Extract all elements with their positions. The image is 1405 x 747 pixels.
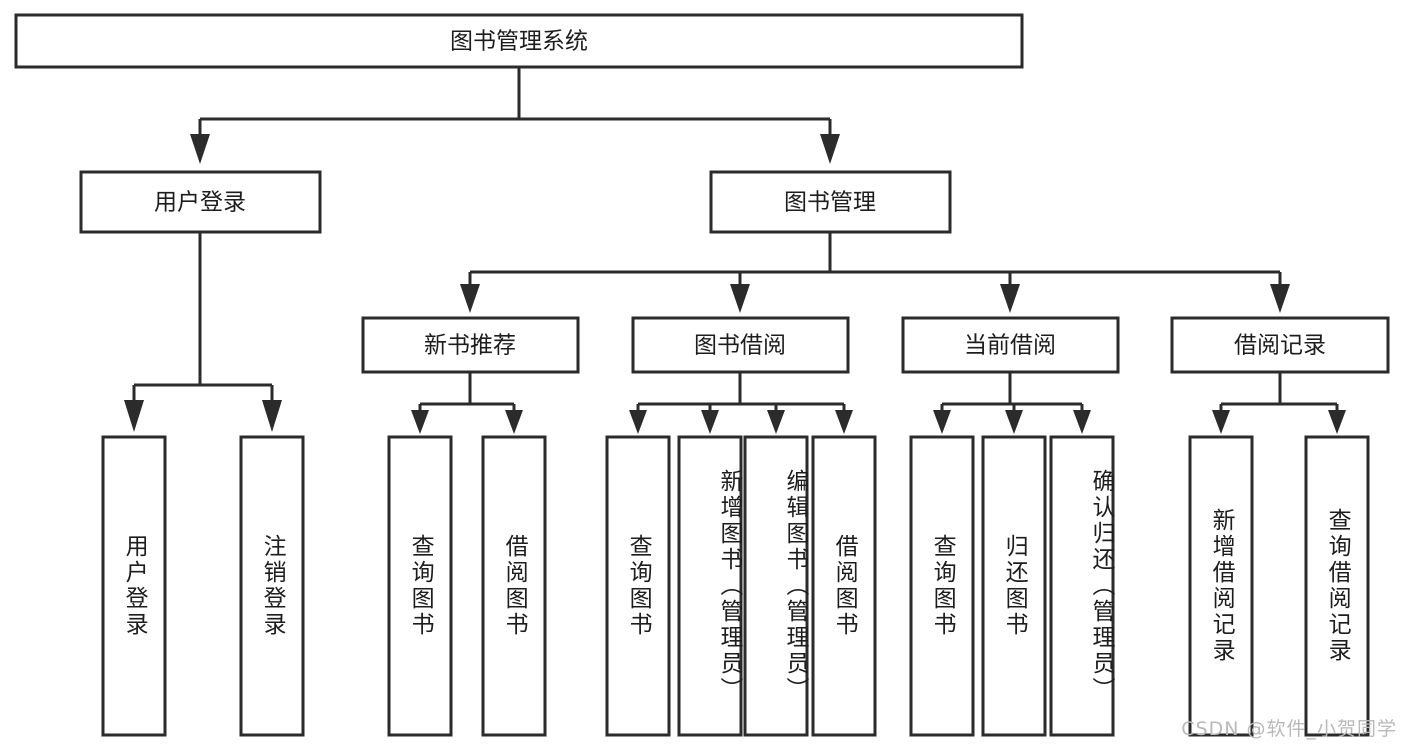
node-user-login-box[interactable] xyxy=(79,170,322,234)
node-current-borrow-box[interactable] xyxy=(901,316,1120,374)
arrow-head-nbr-leaf-1 xyxy=(411,410,429,434)
node-current-borrow-label: 当前借阅 xyxy=(964,333,1056,359)
node-user-login[interactable]: 用户登录 xyxy=(79,170,322,234)
node-current-borrow[interactable]: 当前借阅 xyxy=(901,316,1120,374)
node-leaf-query-borrow-record-box[interactable] xyxy=(1304,435,1370,737)
arrow-head-book-borrow xyxy=(730,284,750,313)
node-book-borrow-box[interactable] xyxy=(631,316,850,374)
node-book-management-label: 图书管理 xyxy=(784,190,876,216)
arrow-head-bb-leaf-4 xyxy=(835,410,853,434)
node-leaf-edit-book-admin-box[interactable] xyxy=(743,435,809,737)
arrow-head-new-book-recommend xyxy=(460,284,480,313)
node-book-management[interactable]: 图书管理 xyxy=(709,170,952,234)
node-borrow-record-label: 借阅记录 xyxy=(1234,333,1326,359)
node-leaf-borrow-book-box[interactable] xyxy=(811,435,877,737)
node-leaf-return-book-box[interactable] xyxy=(981,435,1047,737)
node-book-management-box[interactable] xyxy=(709,170,952,234)
node-new-book-recommend-box[interactable] xyxy=(361,316,580,374)
arrow-head-bb-leaf-2 xyxy=(701,410,719,434)
watermark-text: CSDN @软件_小贺同学 xyxy=(1181,718,1397,740)
node-root[interactable]: 图书管理系统 xyxy=(14,13,1024,69)
node-book-borrow-label: 图书借阅 xyxy=(694,333,786,359)
arrow-head-cb-leaf-2 xyxy=(1005,410,1023,434)
arrow-head-cb-leaf-1 xyxy=(933,410,951,434)
arrow-head-book-management xyxy=(820,134,840,164)
node-new-book-recommend-label: 新书推荐 xyxy=(424,333,516,359)
arrow-head-leaf-logout xyxy=(262,400,282,432)
node-leaf-borrow-books-recommend-box[interactable] xyxy=(481,435,547,737)
node-root-label: 图书管理系统 xyxy=(450,29,588,55)
arrow-head-br-leaf-1 xyxy=(1212,410,1230,434)
arrow-head-cb-leaf-3 xyxy=(1073,410,1091,434)
arrow-head-br-leaf-2 xyxy=(1328,410,1346,434)
arrow-head-leaf-user-login xyxy=(124,400,144,432)
node-leaf-query-books-borrow-box[interactable] xyxy=(605,435,671,737)
arrow-head-bb-leaf-3 xyxy=(767,410,785,434)
node-leaf-confirm-return-admin-box[interactable] xyxy=(1049,435,1115,737)
connector-layer xyxy=(124,67,1346,434)
arrow-head-bb-leaf-1 xyxy=(629,410,647,434)
node-new-book-recommend[interactable]: 新书推荐 xyxy=(361,316,580,374)
node-leaf-add-borrow-record-box[interactable] xyxy=(1188,435,1254,737)
arrow-head-nbr-leaf-2 xyxy=(505,410,523,434)
node-leaf-user-login-box[interactable] xyxy=(101,435,167,737)
node-book-borrow[interactable]: 图书借阅 xyxy=(631,316,850,374)
arrow-head-borrow-record xyxy=(1270,284,1290,313)
node-user-login-label: 用户登录 xyxy=(154,190,246,216)
node-layer: 图书管理系统 用户登录 图书管理 新书推荐 图书借阅 当前 xyxy=(14,13,1390,737)
node-leaf-query-books-current-box[interactable] xyxy=(909,435,975,737)
node-borrow-record[interactable]: 借阅记录 xyxy=(1170,316,1390,374)
node-borrow-record-box[interactable] xyxy=(1170,316,1390,374)
node-leaf-logout-box[interactable] xyxy=(239,435,305,737)
arrow-head-current-borrow xyxy=(1000,284,1020,313)
node-leaf-query-books-recommend-box[interactable] xyxy=(387,435,453,737)
arrow-head-user-login xyxy=(190,134,210,164)
node-leaf-add-book-admin-box[interactable] xyxy=(677,435,743,737)
node-root-box[interactable] xyxy=(14,13,1024,69)
